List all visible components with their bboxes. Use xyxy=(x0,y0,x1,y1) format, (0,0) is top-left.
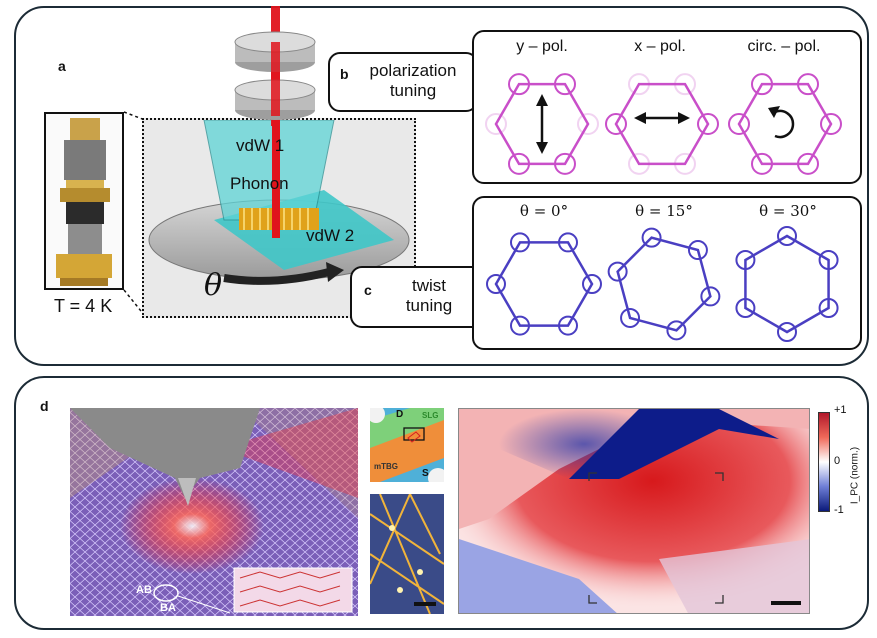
x-arrow xyxy=(634,112,690,124)
angle-symbol: θ xyxy=(204,268,222,303)
stacking-ba-label: BA xyxy=(160,602,176,614)
hexagon-x-pol-outline xyxy=(616,84,708,164)
moire-illustration xyxy=(370,494,444,614)
layer-label-vdw1: vdW 1 xyxy=(236,136,284,156)
panel-b-title-line1: polarization xyxy=(330,61,476,81)
device-optical-image: D SLG mTBG S xyxy=(370,408,444,482)
hexagon-theta-15-outline xyxy=(618,238,711,331)
polarization-hexagons xyxy=(472,30,862,184)
colorbar-min: -1 xyxy=(834,504,844,516)
snom-rendering: AB BA xyxy=(70,408,358,616)
panel-c-title-line2: tuning xyxy=(352,296,488,316)
photocurrent-illustration xyxy=(459,409,810,614)
layer-label-phonon: Phonon xyxy=(230,174,289,194)
y-arrow-head-up xyxy=(536,94,548,106)
device-label-source: S xyxy=(422,468,429,479)
device-label-drain: D xyxy=(396,409,403,420)
panel-b-title: b polarization tuning xyxy=(328,52,478,112)
x-arrow-head-left xyxy=(634,112,646,124)
snom-illustration xyxy=(70,408,358,616)
colorbar-label: I_PC (norm.) xyxy=(850,431,861,521)
panel-b-letter: b xyxy=(340,64,349,84)
moire-image xyxy=(370,494,444,614)
colorbar xyxy=(818,412,830,512)
device-label-slg: SLG xyxy=(422,411,438,420)
hexagon-theta-0 xyxy=(487,233,601,334)
hexagon-theta-15 xyxy=(609,229,720,340)
panel-c-title: c twist tuning xyxy=(350,266,490,328)
hexagon-circ-pol xyxy=(729,74,841,174)
panel-b-title-line2: tuning xyxy=(330,81,476,101)
stacking-ab-label: AB xyxy=(136,584,152,596)
layer-label-vdw2: vdW 2 xyxy=(306,226,354,246)
device-label-mtbg: mTBG xyxy=(374,462,398,471)
hexagon-x-pol xyxy=(606,74,718,174)
colorbar-mid: 0 xyxy=(834,455,840,467)
circular-arrow xyxy=(768,106,793,137)
hexagon-theta-30 xyxy=(736,227,837,341)
hexagon-theta-30-outline xyxy=(745,236,828,332)
colorbar-max: +1 xyxy=(834,404,847,416)
y-arrow xyxy=(536,94,548,154)
hexagon-circ-pol-outline xyxy=(739,84,831,164)
photocurrent-map xyxy=(458,408,810,614)
hexagon-theta-0-outline xyxy=(496,242,592,325)
panel-d-letter: d xyxy=(40,398,49,414)
circular-arrow-arc xyxy=(775,111,793,137)
panel-c-letter: c xyxy=(364,280,372,300)
twist-hexagons xyxy=(472,196,862,350)
x-arrow-head-right xyxy=(678,112,690,124)
polarizer-optics xyxy=(222,6,332,126)
y-arrow-head-down xyxy=(536,142,548,154)
panel-c-title-line1: twist xyxy=(352,276,488,296)
